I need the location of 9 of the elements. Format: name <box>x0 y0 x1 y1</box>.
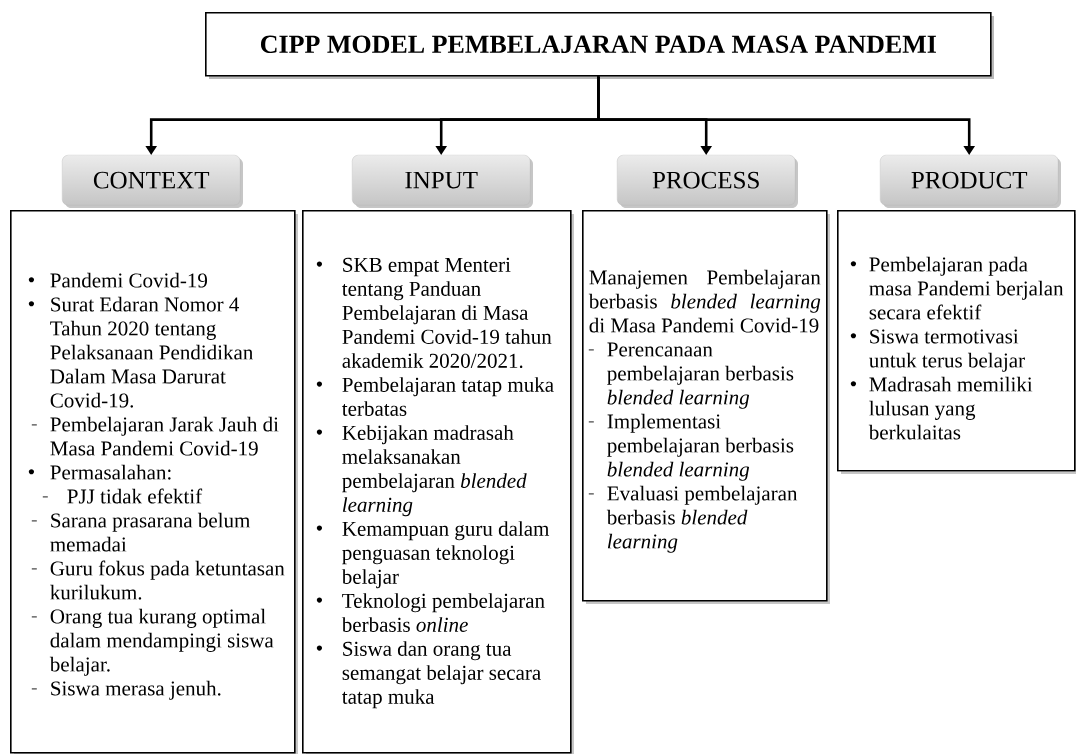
content-box: Manajemen Pembelajaran berbasis blended learning di Masa Pandemi Covid-19 Perencanaan pembelajaran berbasis blended learning Implementasi pembelajaran berbasis blended learning Evaluasi pembelajaran berbasis blended learning <box>582 210 830 604</box>
title-box: CIPP MODEL PEMBELAJARAN PADA MASA PANDEMI <box>205 12 994 79</box>
category-box: PRODUCT <box>880 155 1061 208</box>
content-box: Pandemi Covid-19 Surat Edaran Nomor 4 Tahun 2020 tentang Pelaksanaan Pendidikan Dalam Masa Darurat Covid-19. Pembelajaran Jarak Jauh di Masa Pandemi Covid-19 Permasalahan: PJJ tidak efektif Sarana prasarana belum memadai Guru fokus pada ketuntasan kurilukum. Orang tua kurang optimal dalam mendampingi siswa belajar. Siswa merasa jenuh. <box>10 210 298 754</box>
content-box: Pembelajaran pada masa Pandemi berjalan secara efektif Siswa termotivasi untuk terus belajar Madrasah memiliki lulusan yang berkulaitas <box>837 210 1076 474</box>
category-box: CONTEXT <box>62 155 243 208</box>
content-box: SKB empat Menteri tentang Panduan Pembelajaran di Masa Pandemi Covid-19 tahun akademik 2020/2021. Pembelajaran tatap muka terbatas Kebijakan madrasah melaksanakan pembelajaran blended learning Kemampuan guru dalam penguasan teknologi belajar Teknologi pembelajaran berbasis online Siswa dan orang tua semangat belajar secara tatap muka <box>302 210 574 754</box>
category-box: INPUT <box>352 155 533 208</box>
category-box: PROCESS <box>617 155 798 208</box>
